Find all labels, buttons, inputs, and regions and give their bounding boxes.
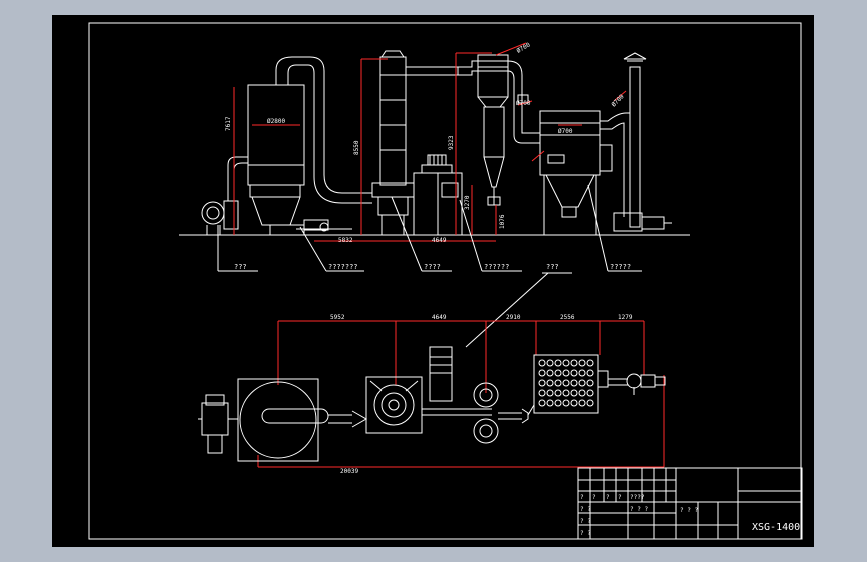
callout-3: ????	[424, 263, 441, 271]
plan-dimensions	[257, 320, 665, 468]
dim-diam-d: Ø700	[610, 93, 625, 108]
dim-height-cyclone: 9323	[448, 135, 455, 150]
tb-cell-1: ? ?	[580, 506, 591, 513]
tb-cell-a4: ?	[618, 494, 622, 501]
tb-cell-a1: ?	[580, 494, 584, 501]
duct-to-filter	[513, 89, 540, 144]
duct-to-fan	[600, 112, 631, 217]
reducer-motor	[413, 154, 463, 236]
plan-fan	[608, 373, 666, 395]
plan-bag-filter	[533, 354, 609, 414]
callout-6: ?????	[610, 263, 631, 271]
dim-diam-c: Ø700	[558, 128, 573, 135]
drying-tower	[371, 50, 415, 235]
plan-dim-4: 2556	[560, 314, 575, 321]
callout-5: ???	[546, 263, 559, 271]
bag-filter	[539, 110, 613, 235]
inner-frame	[88, 22, 802, 540]
duct-left	[227, 156, 248, 201]
plan-dim-3: 2910	[506, 314, 521, 321]
tb-row-c: ????	[630, 494, 645, 501]
dim-diam-a: Ø700	[516, 41, 532, 54]
plan-heater	[237, 378, 368, 462]
callout-4: ??????	[484, 263, 509, 271]
plan-dim-total: 20039	[340, 468, 358, 475]
plan-dimension-labels: 5952 4649 2910 2556 1279 20039	[330, 314, 633, 475]
elevation-dimensions	[233, 42, 627, 242]
plan-reducer	[422, 346, 492, 416]
cyclone	[477, 54, 509, 206]
outlet-duct	[405, 60, 523, 89]
callout-labels: ??? ??????? ???? ?????? ??? ?????	[234, 263, 631, 271]
dim-height-small: 3270	[464, 195, 471, 210]
plan-drying-tower	[365, 376, 423, 434]
tb-cell-2: ? ?	[580, 518, 591, 525]
drawing-number: XSG-1400	[752, 522, 800, 533]
callout-2: ???????	[328, 263, 358, 271]
feeder	[296, 219, 352, 232]
dim-height-left: 7617	[225, 116, 232, 131]
drawing-sheet: 7617 Ø2800 8550 9323 3270 1076 Ø700 Ø700…	[52, 15, 814, 547]
dim-diam-left: Ø2800	[267, 118, 285, 125]
dim-len-a: 5832	[338, 237, 353, 244]
elevation-dimension-labels: 7617 Ø2800 8550 9323 3270 1076 Ø700 Ø700…	[225, 41, 626, 244]
plan-blower	[198, 394, 238, 454]
dim-diam-b: Ø700	[516, 100, 531, 107]
title-block	[577, 467, 803, 540]
tb-row-b: ? ? ?	[630, 506, 648, 513]
dim-len-b: 4649	[432, 237, 447, 244]
plan-dim-5: 1279	[618, 314, 633, 321]
blower-left	[201, 200, 239, 235]
plan-dim-2: 4649	[432, 314, 447, 321]
plan-dim-1: 5952	[330, 314, 345, 321]
callout-leaders	[217, 184, 642, 348]
tb-cell-4: ? ? ?	[680, 507, 698, 514]
cad-drawing: 7617 Ø2800 8550 9323 3270 1076 Ø700 Ø700…	[88, 22, 803, 540]
dim-height-mid: 8550	[353, 140, 360, 155]
plan-cyclones	[473, 382, 535, 444]
dim-height-small2: 1076	[499, 214, 506, 229]
title-block-text: ? ? ? ? ???? ? ? ? ? ? ? ? ? ? ? ? ? XSG…	[580, 494, 800, 537]
heater-tower	[247, 84, 305, 236]
tb-cell-a2: ?	[592, 494, 596, 501]
tb-cell-3: ? ?	[580, 530, 591, 537]
callout-1: ???	[234, 263, 247, 271]
chimney-fan	[613, 52, 672, 232]
u-duct	[275, 56, 372, 204]
tb-cell-a3: ?	[606, 494, 610, 501]
